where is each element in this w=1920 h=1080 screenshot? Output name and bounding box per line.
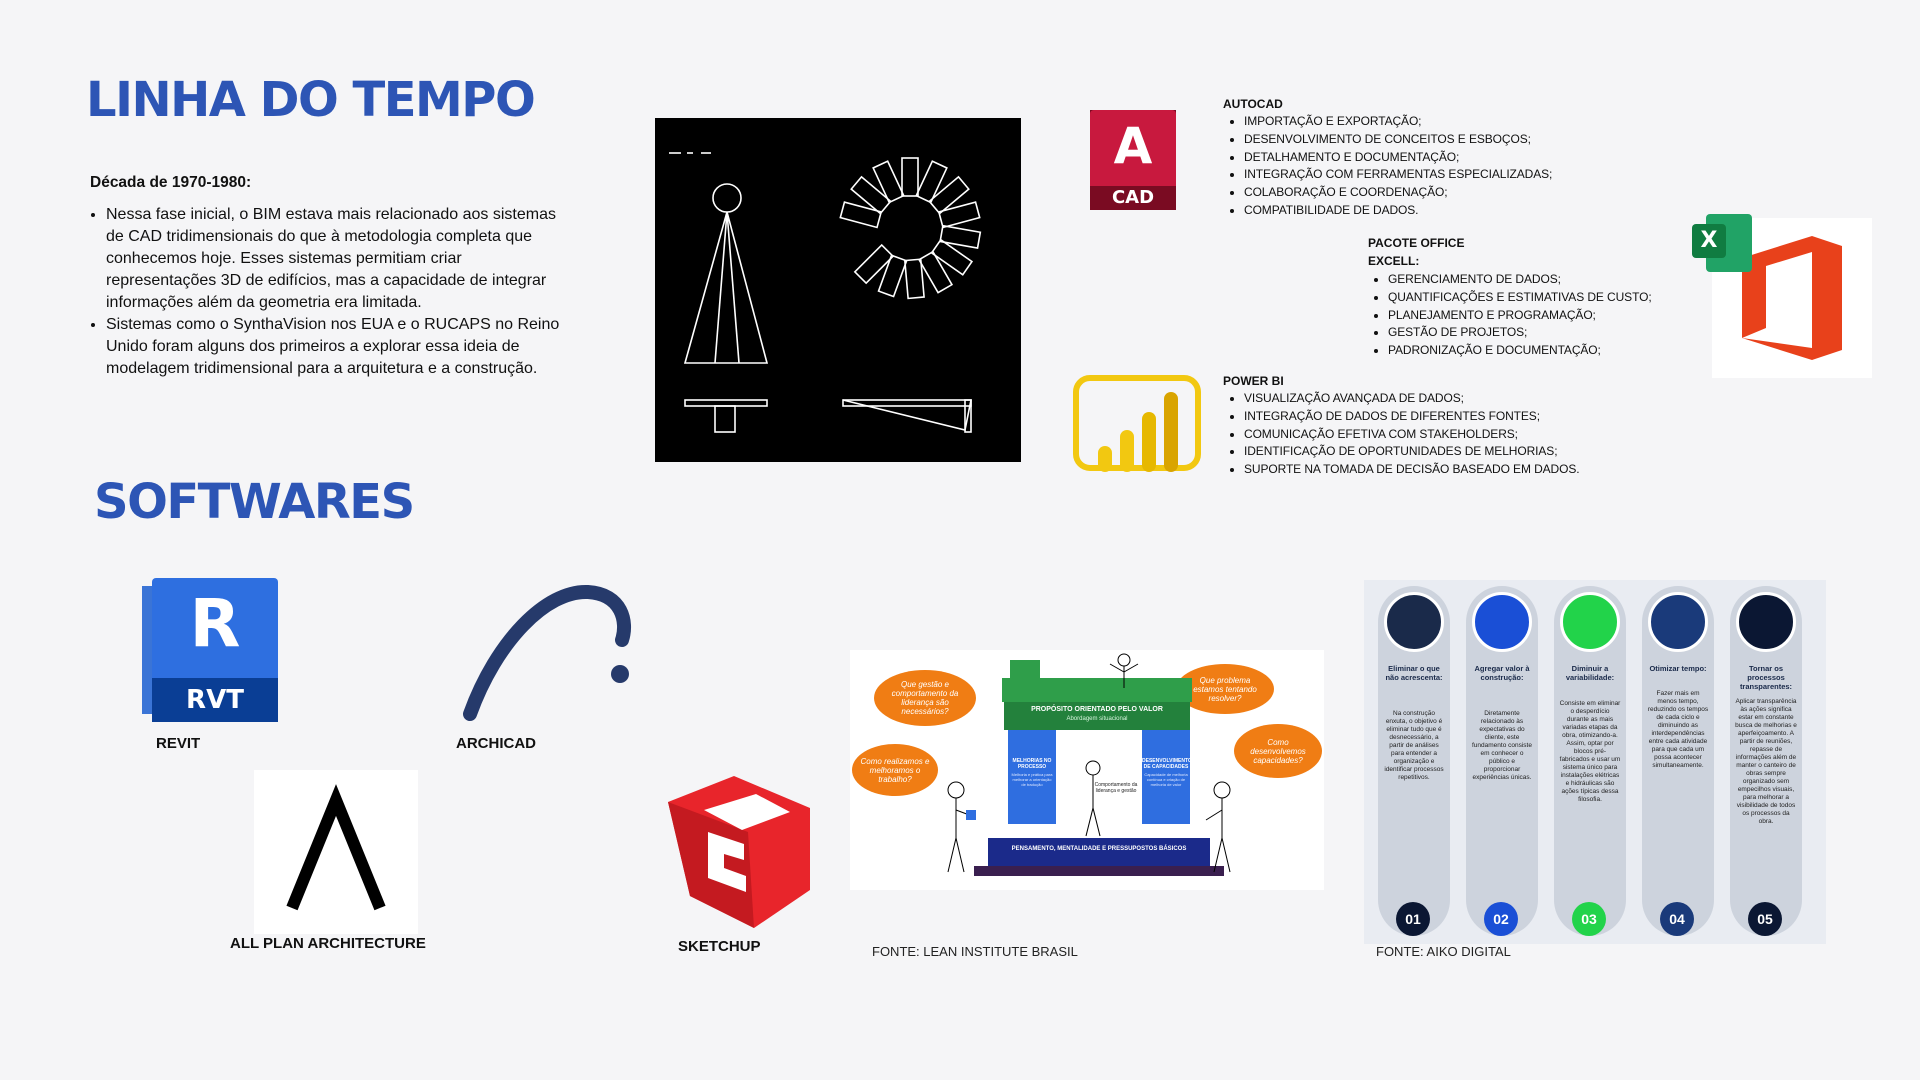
list-item: GERENCIAMENTO DE DADOS; (1388, 271, 1728, 289)
principle-card: Otimizar tempo: Fazer mais em menos temp… (1642, 586, 1714, 936)
lean-pillar-right: DESENVOLVIMENTO DE CAPACIDADES (1142, 758, 1192, 770)
principle-title: Diminuir a variabilidade: (1565, 664, 1615, 682)
cubes-icon (1560, 592, 1620, 652)
lean-roof-sub: Abordagem situacional (1066, 716, 1128, 722)
revit-icon-caption: RVT (186, 685, 244, 715)
list-item: SUPORTE NA TOMADA DE DECISÃO BASEADO EM … (1244, 461, 1684, 479)
principle-card: Tornar os processos transparentes: Aplic… (1730, 586, 1802, 936)
lean-house-diagram: Que gestão e comportamento da liderança … (850, 650, 1324, 890)
list-item: PADRONIZAÇÃO E DOCUMENTAÇÃO; (1388, 342, 1728, 360)
list-item: COMPATIBILIDADE DE DADOS. (1244, 202, 1684, 220)
timeline-list: Nessa fase inicial, o BIM estava mais re… (90, 204, 576, 380)
lean-bubble: Como desenvolvemos capacidades? (1234, 724, 1322, 778)
stick-figure-icon (1109, 653, 1139, 688)
lean-bubble: Que gestão e comportamento da liderança … (874, 670, 976, 726)
excel-logo: X (1692, 214, 1752, 272)
page-title: LINHA DO TEMPO (86, 72, 536, 128)
principle-text: Fazer mais em menos tempo, reduzindo os … (1647, 690, 1709, 769)
stick-figure-icon (1085, 760, 1101, 837)
principle-title: Otimizar tempo: (1649, 664, 1707, 673)
principle-text: Consiste em eliminar o desperdício duran… (1559, 700, 1621, 803)
principle-title: Tornar os processos transparentes: (1739, 664, 1793, 691)
timeline-paragraph: Sistemas como o SynthaVision nos EUA e o… (106, 314, 576, 380)
sketchup-icon (668, 776, 810, 928)
aiko-source: FONTE: AIKO DIGITAL (1376, 944, 1511, 959)
principle-card: Agregar valor à construção: Diretamente … (1466, 586, 1538, 936)
list-item: DETALHAMENTO E DOCUMENTAÇÃO; (1244, 149, 1684, 167)
autocad-icon-letter: A (1113, 117, 1153, 175)
lean-bubble: Como realizamos e melhoramos o trabalho? (852, 744, 938, 796)
principle-title: Agregar valor à construção: (1474, 664, 1530, 682)
excel-subtitle: EXCELL: (1368, 254, 1420, 268)
lean-pillar-left-sub: Melhoria e prática para melhorar a orien… (1011, 772, 1053, 787)
principle-number: 04 (1660, 902, 1694, 936)
lean-center-label: Comportamento da liderança e gestão (1094, 782, 1138, 794)
list-item: INTEGRAÇÃO DE DADOS DE DIFERENTES FONTES… (1244, 408, 1684, 426)
office-list: GERENCIAMENTO DE DADOS; QUANTIFICAÇÕES E… (1366, 271, 1728, 360)
transparency-icon (1736, 592, 1796, 652)
lean-source: FONTE: LEAN INSTITUTE BRASIL (872, 944, 1078, 959)
office-icon (1742, 236, 1842, 360)
list-item: IMPORTAÇÃO E EXPORTAÇÃO; (1244, 113, 1684, 131)
list-item: VISUALIZAÇÃO AVANÇADA DE DADOS; (1244, 390, 1684, 408)
wireframe-drawing (669, 152, 982, 433)
trash-icon (1384, 592, 1444, 652)
office-title: PACOTE OFFICE (1368, 236, 1465, 250)
archicad-label: ARCHICAD (456, 735, 536, 752)
allplan-logo (254, 770, 418, 934)
revit-icon-letter: R (189, 585, 241, 662)
principle-card: Diminuir a variabilidade: Consiste em el… (1554, 586, 1626, 936)
lean-bubble: Que problema estamos tentando resolver? (1176, 664, 1274, 714)
principle-number: 01 (1396, 902, 1430, 936)
diamond-icon (1472, 592, 1532, 652)
list-item: GESTÃO DE PROJETOS; (1388, 324, 1728, 342)
list-item: DESENVOLVIMENTO DE CONCEITOS E ESBOÇOS; (1244, 131, 1684, 149)
principle-text: Diretamente relacionado às expectativas … (1472, 710, 1532, 781)
revit-logo: R RVT (142, 578, 278, 722)
archicad-icon (463, 585, 632, 721)
list-item: QUANTIFICAÇÕES E ESTIMATIVAS DE CUSTO; (1388, 289, 1728, 307)
principle-card: Eliminar o que não acrescenta: Na constr… (1378, 586, 1450, 936)
revit-label: REVIT (156, 735, 201, 752)
autocad-icon-caption: CAD (1111, 187, 1155, 208)
stick-figure-icon (1205, 781, 1231, 873)
historical-cad-figure (655, 118, 1021, 462)
autocad-list: IMPORTAÇÃO E EXPORTAÇÃO; DESENVOLVIMENTO… (1222, 113, 1684, 220)
list-item: INTEGRAÇÃO COM FERRAMENTAS ESPECIALIZADA… (1244, 166, 1684, 184)
powerbi-list: VISUALIZAÇÃO AVANÇADA DE DADOS; INTEGRAÇ… (1222, 390, 1684, 479)
lean-roof-label: PROPÓSITO ORIENTADO PELO VALOR (1031, 706, 1163, 713)
principle-text: Aplicar transparência às ações significa… (1735, 698, 1797, 825)
decade-heading: Década de 1970-1980: (90, 174, 252, 191)
timeline-paragraph: Nessa fase inicial, o BIM estava mais re… (106, 204, 576, 314)
principle-number: 05 (1748, 902, 1782, 936)
lean-base-label: PENSAMENTO, MENTALIDADE E PRESSUPOSTOS B… (1011, 846, 1187, 852)
excel-icon: X (1700, 228, 1718, 253)
list-item: PLANEJAMENTO E PROGRAMAÇÃO; (1388, 307, 1728, 325)
autocad-logo: A CAD (1090, 110, 1176, 210)
powerbi-logo (1072, 374, 1202, 474)
stick-figure-icon (947, 781, 976, 873)
principle-number: 03 (1572, 902, 1606, 936)
sketchup-label: SKETCHUP (678, 938, 761, 955)
allplan-label: ALL PLAN ARCHITECTURE (230, 935, 426, 952)
principle-text: Na construção enxuta, o objetivo é elimi… (1384, 710, 1444, 781)
lean-pillar-left: MELHORIAS NO PROCESSO (1012, 758, 1052, 770)
allplan-icon (286, 784, 386, 911)
principle-number: 02 (1484, 902, 1518, 936)
lean-pillar-right-sub: Capacidade de melhoria contínua e criaçã… (1144, 772, 1188, 787)
list-item: IDENTIFICAÇÃO DE OPORTUNIDADES DE MELHOR… (1244, 443, 1684, 461)
powerbi-title: POWER BI (1223, 374, 1284, 388)
clock-icon (1648, 592, 1708, 652)
lean-principles-infographic: Eliminar o que não acrescenta: Na constr… (1364, 580, 1826, 944)
powerbi-icon (1073, 375, 1201, 472)
principle-title: Eliminar o que não acrescenta: (1385, 664, 1443, 682)
sketchup-logo (664, 772, 814, 932)
list-item: COLABORAÇÃO E COORDENAÇÃO; (1244, 184, 1684, 202)
autocad-title: AUTOCAD (1223, 97, 1283, 111)
section-title-softwares: SOFTWARES (94, 474, 415, 530)
archicad-logo (456, 582, 636, 724)
list-item: COMUNICAÇÃO EFETIVA COM STAKEHOLDERS; (1244, 426, 1684, 444)
